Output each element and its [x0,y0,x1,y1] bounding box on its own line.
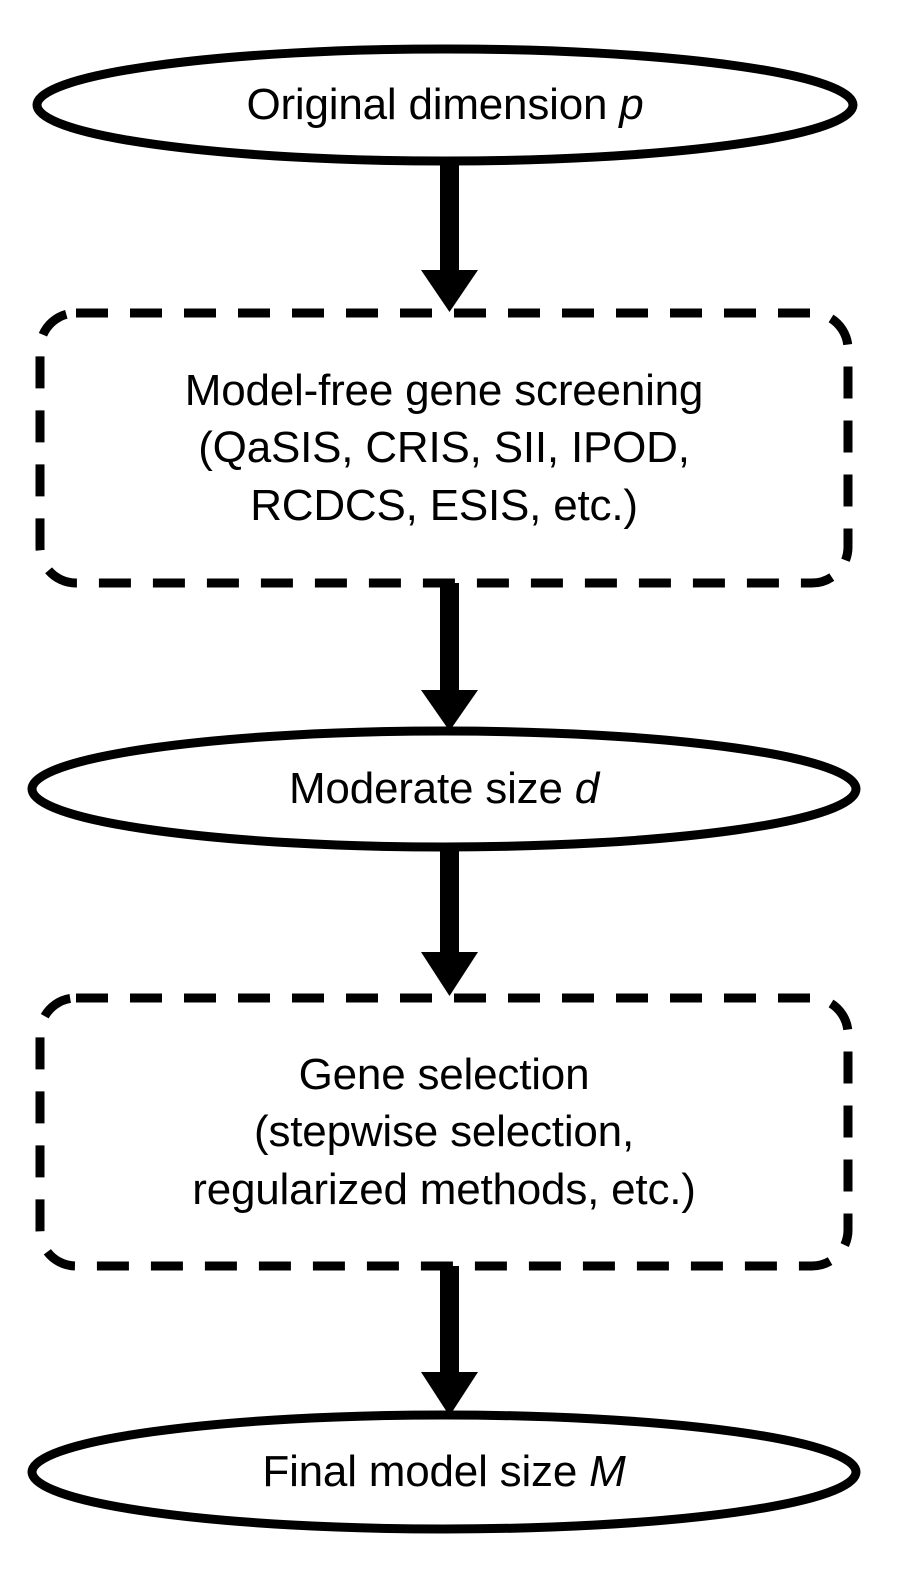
node-final-model-size-shape[interactable] [27,1410,861,1534]
node-model-free-gene-screening-shape[interactable] [35,308,853,588]
node-moderate-size-shape[interactable] [27,726,861,852]
arrow-4 [421,1266,478,1416]
arrow-1 [421,160,478,312]
node-gene-selection-shape[interactable] [35,993,853,1271]
arrow-2 [421,583,478,731]
node-original-dimension-shape[interactable] [32,44,858,166]
arrow-3 [421,845,478,996]
